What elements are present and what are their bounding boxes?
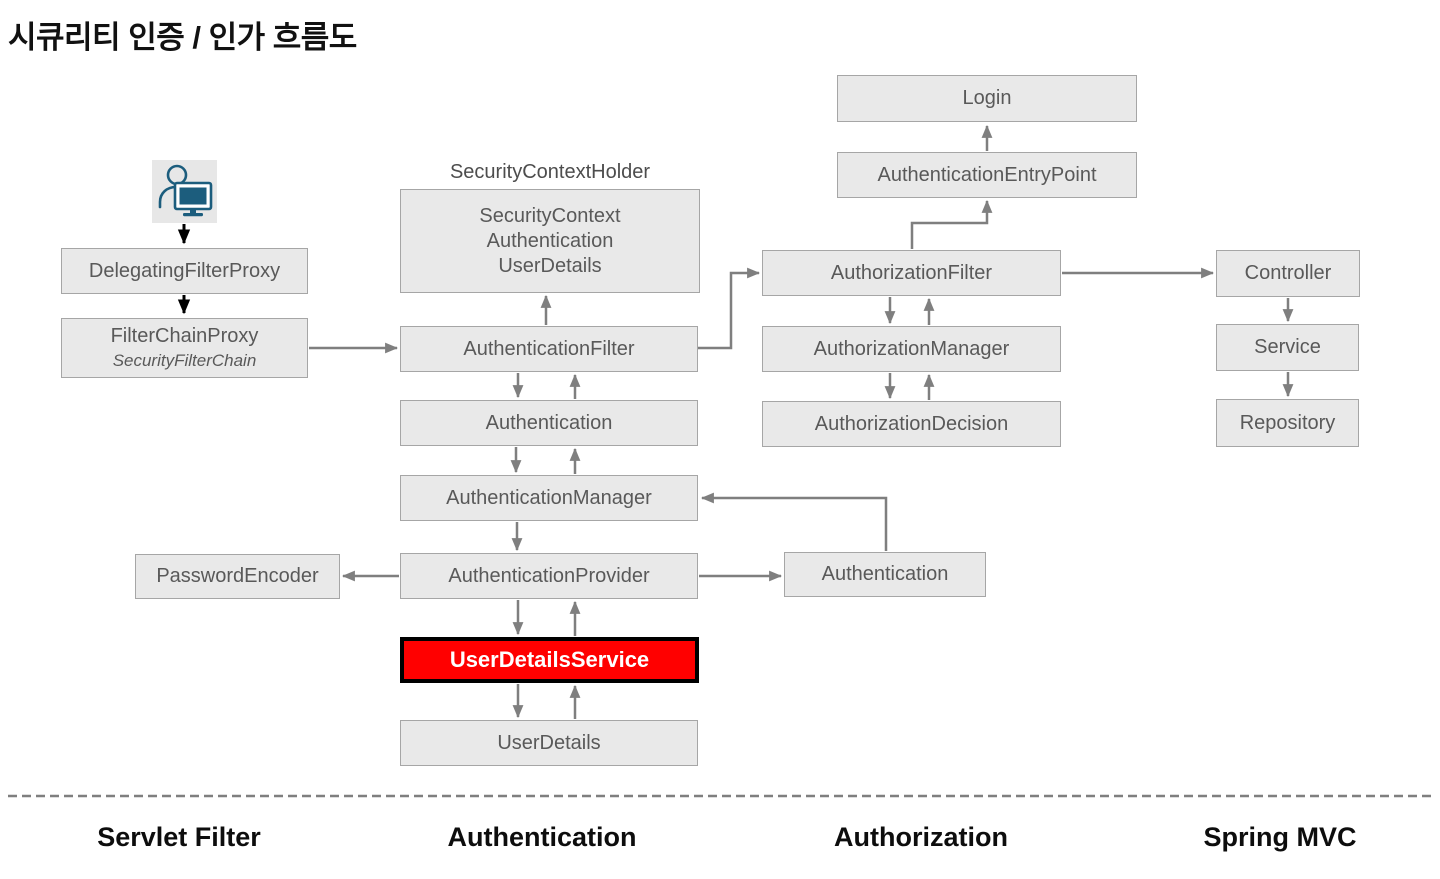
lane-authorization: Authorization — [834, 822, 1008, 852]
node-repository: Repository — [1216, 399, 1359, 447]
node-authentication-filter-label: AuthenticationFilter — [463, 337, 635, 360]
node-user-details: UserDetails — [400, 720, 698, 766]
node-password-encoder-label: PasswordEncoder — [156, 565, 319, 587]
node-authentication-provider: AuthenticationProvider — [400, 553, 698, 599]
node-filter-chain-proxy-label: FilterChainProxy — [110, 325, 259, 348]
node-authorization-decision-label: AuthorizationDecision — [814, 412, 1009, 435]
security-context-line: Authentication — [486, 229, 614, 252]
node-controller: Controller — [1216, 250, 1360, 297]
node-delegating-filter-proxy: DelegatingFilterProxy — [61, 248, 308, 294]
security-context-holder-label: SecurityContextHolder — [449, 161, 651, 183]
node-authentication-label: Authentication — [485, 411, 613, 434]
arrow-authenticationfilter-to-authorizationfilter — [698, 267, 761, 350]
node-authentication-entry-point-label: AuthenticationEntryPoint — [877, 163, 1097, 186]
node-service: Service — [1216, 324, 1359, 371]
node-login-label: Login — [962, 87, 1012, 109]
arrow-authorizationfilter-to-entrypoint — [910, 199, 993, 249]
node-filter-chain-proxy: FilterChainProxy SecurityFilterChain — [61, 318, 308, 378]
security-context-line: UserDetails — [498, 254, 602, 277]
node-authentication-filter: AuthenticationFilter — [400, 326, 698, 372]
lane-servlet-filter: Servlet Filter — [97, 822, 261, 852]
lane-authentication: Authentication — [447, 822, 637, 852]
node-authentication-result-label: Authentication — [821, 563, 949, 585]
node-authorization-manager-label: AuthorizationManager — [813, 337, 1010, 360]
node-password-encoder: PasswordEncoder — [135, 554, 340, 599]
user-client-tile — [152, 160, 217, 223]
node-authorization-filter: AuthorizationFilter — [762, 250, 1061, 296]
node-authentication-manager: AuthenticationManager — [400, 475, 698, 521]
node-authentication-manager-label: AuthenticationManager — [446, 486, 652, 509]
node-user-details-label: UserDetails — [497, 731, 601, 754]
node-delegating-filter-proxy-label: DelegatingFilterProxy — [88, 259, 281, 282]
node-user-details-service: UserDetailsService — [400, 637, 699, 683]
node-security-context: SecurityContext Authentication UserDetai… — [400, 189, 700, 293]
node-user-details-service-label: UserDetailsService — [449, 647, 650, 673]
node-authentication: Authentication — [400, 400, 698, 446]
node-security-filter-chain-label: SecurityFilterChain — [112, 351, 257, 371]
node-authorization-manager: AuthorizationManager — [762, 326, 1061, 372]
arrow-authentication-result-to-authenticationmanager — [700, 492, 888, 551]
node-authentication-entry-point: AuthenticationEntryPoint — [837, 152, 1137, 198]
node-service-label: Service — [1254, 336, 1321, 358]
node-login: Login — [837, 75, 1137, 122]
node-repository-label: Repository — [1239, 411, 1336, 434]
security-context-line: SecurityContext — [479, 204, 621, 227]
node-authorization-decision: AuthorizationDecision — [762, 401, 1061, 447]
node-authentication-result: Authentication — [784, 552, 986, 597]
node-authorization-filter-label: AuthorizationFilter — [830, 261, 993, 284]
user-with-monitor-icon — [158, 164, 213, 217]
node-authentication-provider-label: AuthenticationProvider — [448, 564, 650, 587]
node-controller-label: Controller — [1244, 262, 1332, 284]
page-title: 시큐리티 인증 / 인가 흐름도 — [8, 20, 357, 55]
lane-spring-mvc: Spring MVC — [1203, 822, 1357, 852]
